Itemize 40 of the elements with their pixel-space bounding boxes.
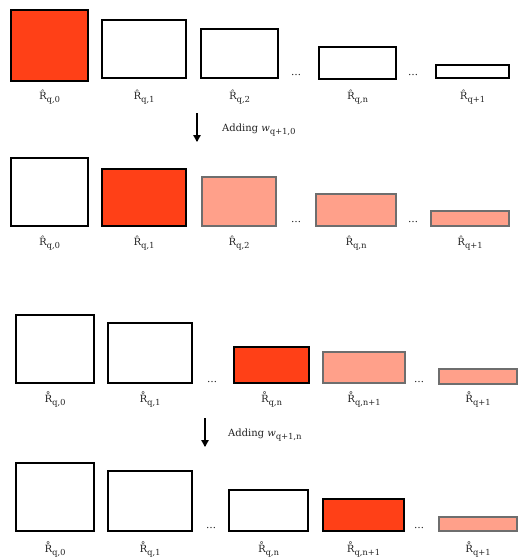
bar-box [107,322,193,384]
step-label: Adding w$_{q+1,n}$ [228,428,302,441]
box-caption: R̂$_{q,2}$ [229,91,250,104]
bar-box [15,462,95,532]
bar-box [438,368,518,385]
bar-box [322,351,406,384]
ellipsis-text: … [291,214,301,225]
bar-box [435,64,510,79]
ellipsis-text: … [408,67,418,78]
ellipsis-text: … [408,214,418,225]
bar-box [430,210,510,227]
bar-box [438,516,518,532]
box-caption: R̂$_{q,n}$ [346,237,366,250]
bar-box [228,489,309,532]
bar-box [10,9,89,82]
bar-box [101,19,187,79]
bar-box [318,46,397,80]
ellipsis-text: … [414,520,424,531]
bar-box [10,157,89,227]
box-caption: R̂$_{q+1}$ [457,237,483,250]
box-caption: R̂$_{q,n}$ [347,91,368,104]
ellipsis-text: … [206,520,216,531]
bar-box [201,176,277,227]
box-caption: R̂$_{q,1}$ [134,91,154,104]
bar-box [15,314,95,384]
bar-box [101,168,187,227]
bar-box [322,498,405,532]
box-caption: R̂$_{q+1}$ [460,91,486,104]
box-caption: R̂$_{q,2}$ [228,237,250,250]
step-label: Adding w$_{q+1,0}$ [222,123,296,136]
ellipsis-text: … [207,374,217,385]
bar-box [315,193,397,227]
ellipsis-text: … [414,374,424,385]
bar-box [233,346,310,384]
box-caption: R̂$_{q,1}$ [134,237,154,250]
bar-box [107,470,193,532]
ellipsis-text: … [291,67,301,78]
bar-box [200,28,279,79]
box-caption: R̂$_{q,0}$ [39,237,60,250]
box-caption: R̂$_{q,0}$ [39,91,60,104]
